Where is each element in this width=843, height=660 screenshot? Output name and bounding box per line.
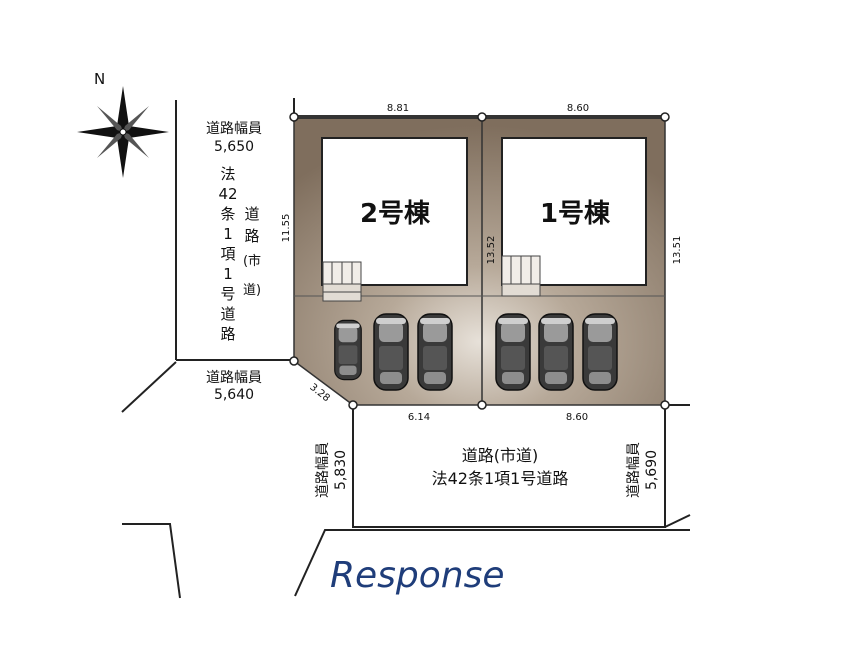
car <box>495 313 531 391</box>
svg-text:1: 1 <box>223 225 233 243</box>
car-small <box>334 319 362 381</box>
dimension-left: 11.55 <box>281 214 292 243</box>
svg-text:42: 42 <box>218 185 237 203</box>
north-label: N <box>94 70 105 88</box>
svg-text:法: 法 <box>220 165 235 183</box>
dimension-right: 13.51 <box>672 236 683 265</box>
svg-text:項: 項 <box>220 245 235 263</box>
lot-2-label: 2号棟 <box>360 199 431 229</box>
brand-logo: Response <box>330 555 505 596</box>
building-2 <box>321 137 468 286</box>
west-road-width-top-label: 道路幅員 <box>206 121 262 137</box>
svg-text:路: 路 <box>220 325 235 343</box>
south-road-width-left-value: 5,830 <box>333 450 349 490</box>
west-road-law-vertical: 法 42 条 1 項 1 号 道 路 <box>218 165 237 343</box>
south-road-outline <box>352 405 666 528</box>
south-lower-line <box>294 529 690 597</box>
southwest-line <box>122 523 181 599</box>
dimension-bottom-right: 8.60 <box>566 412 588 423</box>
svg-text:道: 道 <box>220 305 235 323</box>
svg-text:道): 道) <box>243 283 261 298</box>
steps-2 <box>322 261 362 302</box>
svg-text:路: 路 <box>244 227 259 245</box>
dimension-top-right: 8.60 <box>567 103 589 114</box>
dimension-top-left: 8.81 <box>387 103 409 114</box>
svg-text:条: 条 <box>220 205 235 223</box>
car <box>538 313 574 391</box>
west-road-width-bottom-label: 道路幅員 <box>206 370 262 386</box>
svg-text:号: 号 <box>220 285 235 303</box>
car <box>417 313 453 391</box>
south-road-width-right-label: 道路幅員 <box>626 442 642 498</box>
steps-1 <box>501 255 541 297</box>
southeast-tick <box>664 514 691 528</box>
svg-text:1: 1 <box>223 265 233 283</box>
west-road-width-bottom-value: 5,640 <box>214 387 254 403</box>
car <box>373 313 409 391</box>
south-road-width-left-label: 道路幅員 <box>315 442 331 498</box>
car <box>582 313 618 391</box>
south-road-width-right-value: 5,690 <box>644 450 660 490</box>
west-road-diagonal <box>121 361 177 413</box>
west-road-name-vertical: 道 路 (市 道) <box>243 205 261 298</box>
svg-text:道: 道 <box>244 205 259 223</box>
south-road-law: 法42条1項1号道路 <box>432 469 569 488</box>
west-road-width-top-value: 5,650 <box>214 139 254 155</box>
boundary-markers <box>289 112 670 410</box>
lot-1-label: 1号棟 <box>540 199 611 229</box>
dimension-middle: 13.52 <box>486 236 497 265</box>
compass-rose-icon <box>77 86 169 178</box>
dimension-bottom-left: 6.14 <box>408 412 430 423</box>
svg-text:(市: (市 <box>243 253 261 269</box>
south-road-name: 道路(市道) <box>462 446 539 465</box>
